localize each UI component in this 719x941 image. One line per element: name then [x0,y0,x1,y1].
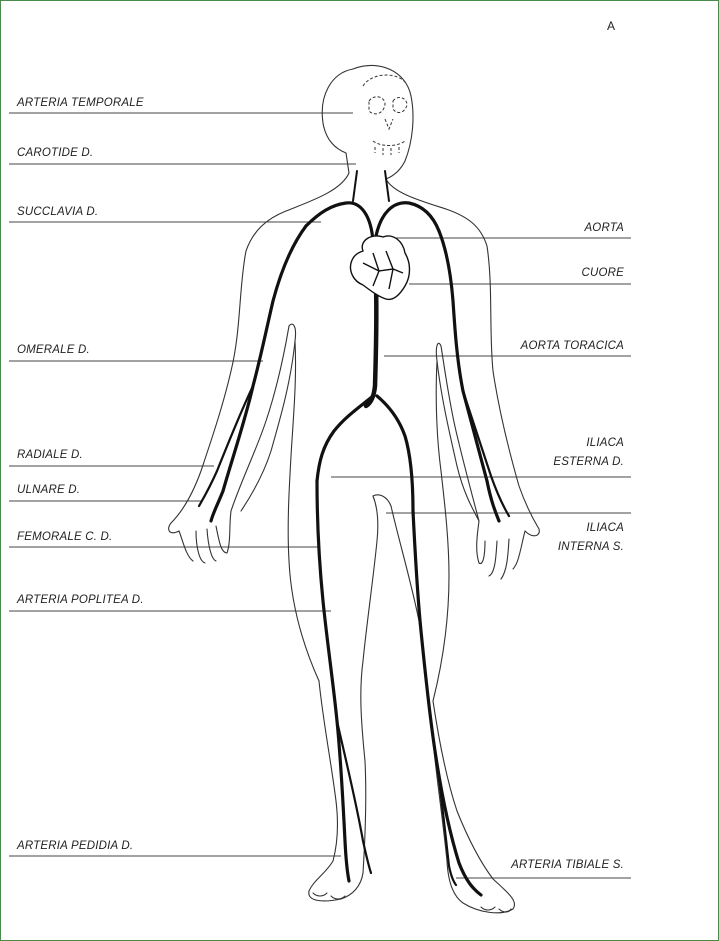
label-arteria-poplitea: ARTERIA POPLITEA D. [17,594,144,607]
label-arteria-tibiale: ARTERIA TIBIALE S. [511,859,624,872]
torso-left-outline [288,341,319,681]
left-leg-inner-outline [361,496,378,873]
carotid-artery-right [385,171,389,201]
leader-lines [9,113,631,878]
descending-aorta [366,286,376,406]
right-shoulder-outline [386,179,487,246]
panel-letter: A [607,19,615,33]
label-radiale: RADIALE D. [17,449,83,462]
label-carotide: CAROTIDE D. [17,147,93,160]
arteries [199,171,509,895]
label-iliaca-esterna-line1: ILIACA [586,437,624,450]
skull-detail [363,75,407,155]
label-aorta-toracica: AORTA TORACICA [521,340,624,353]
eye-socket-left [369,97,385,114]
right-ulnar-artery [463,391,509,516]
label-arteria-temporale: ARTERIA TEMPORALE [17,97,144,110]
right-hand-outline [477,521,525,579]
label-arteria-pedidia: ARTERIA PEDIDIA D. [17,840,133,853]
right-femoral-artery [413,511,481,895]
left-brachial-artery [211,226,306,521]
carotid-artery-left [353,171,357,201]
head-outline-right [353,65,413,179]
head-outline-left [322,69,353,173]
heart [351,236,410,299]
torso-right-outline [433,361,449,701]
right-leg-inner-outline [391,506,447,861]
left-ulnar-artery [199,386,253,506]
right-arm-outer-outline [487,246,539,536]
eye-socket-right [393,98,407,113]
label-femorale: FEMORALE C. D. [17,531,112,544]
heart-shape [351,236,410,299]
label-succlavia: SUCCLAVIA D. [17,206,98,219]
label-omerale: OMERALE D. [17,344,90,357]
left-arm-inner-outline [231,324,296,511]
right-common-iliac-artery [377,396,413,511]
nose-cavity [385,119,393,129]
right-subclavian-artery [376,203,439,236]
label-iliaca-interna-line2: INTERNA S. [558,541,624,554]
left-femoral-artery [317,481,349,881]
label-iliaca-esterna-line2: ESTERNA D. [553,456,624,469]
left-common-iliac-artery [317,396,373,481]
label-iliaca-interna-line1: ILIACA [586,522,624,535]
label-aorta: AORTA [584,222,624,235]
label-cuore: CUORE [581,267,624,280]
left-hand-outline [179,511,231,563]
teeth [373,141,405,155]
left-toes-outline [313,893,345,899]
label-ulnare: ULNARE D. [17,484,80,497]
skull-top [363,75,406,86]
